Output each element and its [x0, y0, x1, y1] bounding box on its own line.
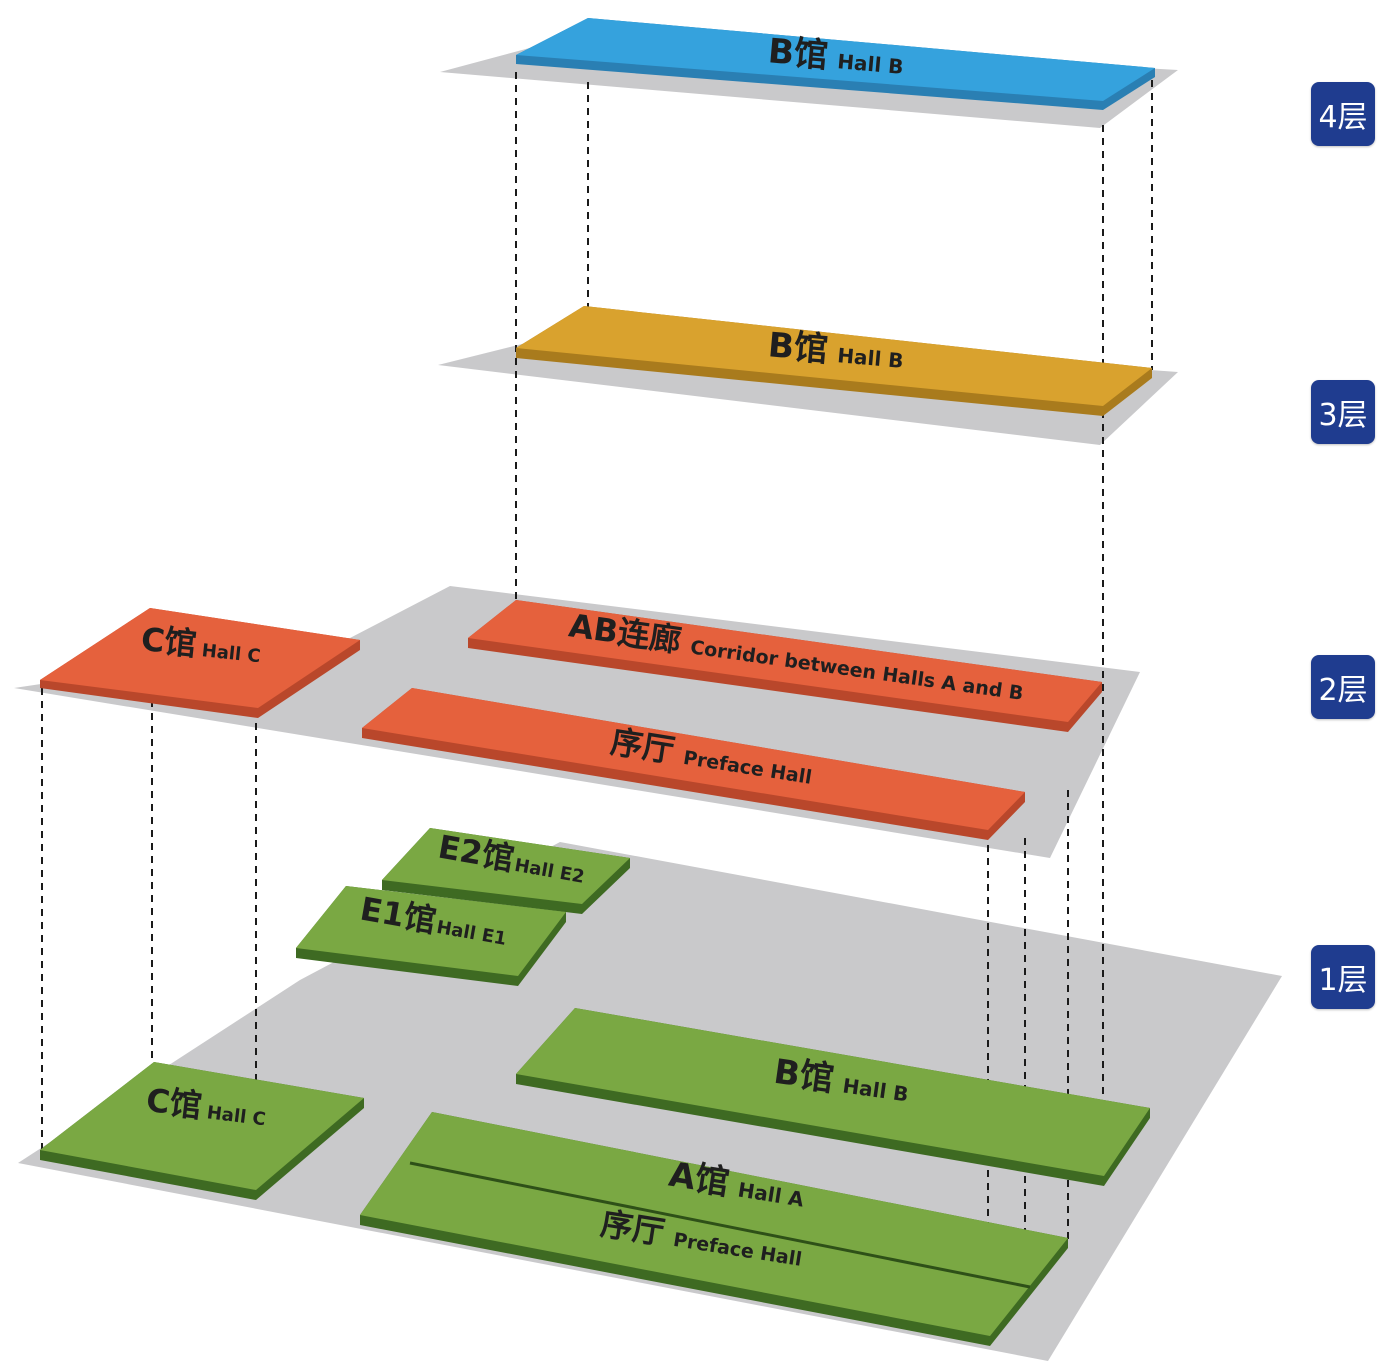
floor-1-badge[interactable]: 1层 — [1311, 945, 1375, 1009]
floor-3-badge[interactable]: 3层 — [1311, 380, 1375, 444]
floor-1-hall-e2: E2馆Hall E2 — [382, 828, 630, 914]
floor-1-hall-c: C馆Hall C — [40, 1062, 364, 1200]
floor-4-badge[interactable]: 4层 — [1311, 82, 1375, 146]
floor-2-badge[interactable]: 2层 — [1311, 655, 1375, 719]
floor-1-hall-e1: E1馆Hall E1 — [296, 886, 566, 986]
